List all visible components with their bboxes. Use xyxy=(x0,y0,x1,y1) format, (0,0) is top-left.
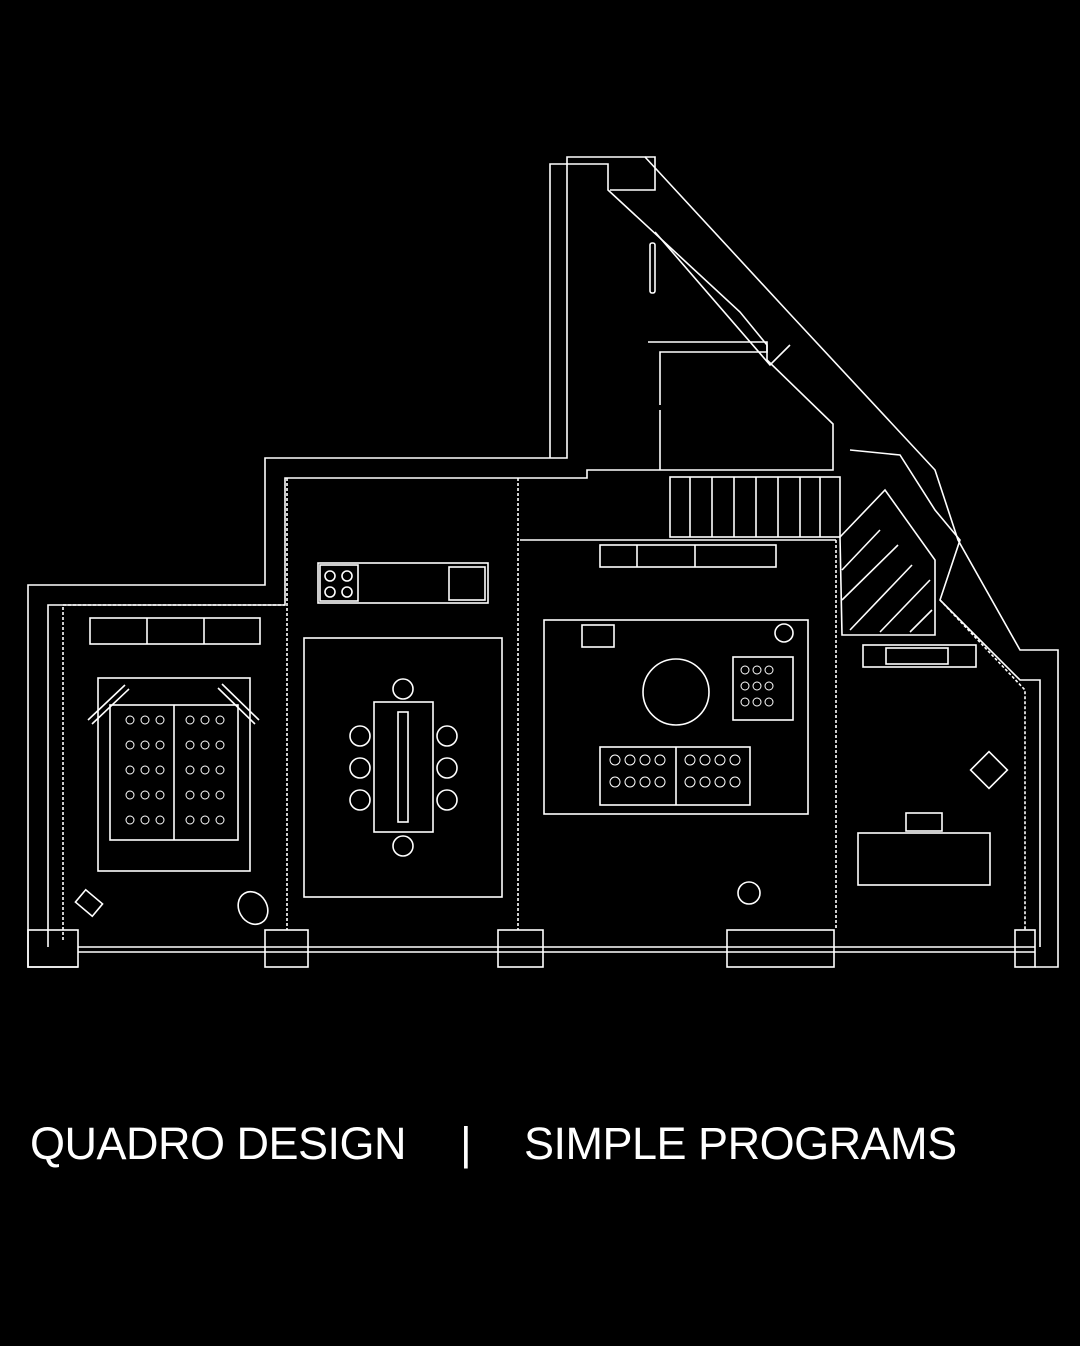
caption-separator: | xyxy=(460,1118,472,1169)
study xyxy=(857,644,1009,886)
caption-project-name: SIMPLE PROGRAMS xyxy=(524,1118,957,1169)
staircase xyxy=(669,476,936,636)
partitions xyxy=(62,478,1026,940)
caption-studio-name: QUADRO DESIGN xyxy=(30,1118,407,1169)
internal-walls xyxy=(520,242,836,541)
bedroom xyxy=(74,617,269,926)
kitchen-dining xyxy=(303,562,503,898)
living-room xyxy=(543,544,809,905)
outer-walls xyxy=(27,156,1059,968)
